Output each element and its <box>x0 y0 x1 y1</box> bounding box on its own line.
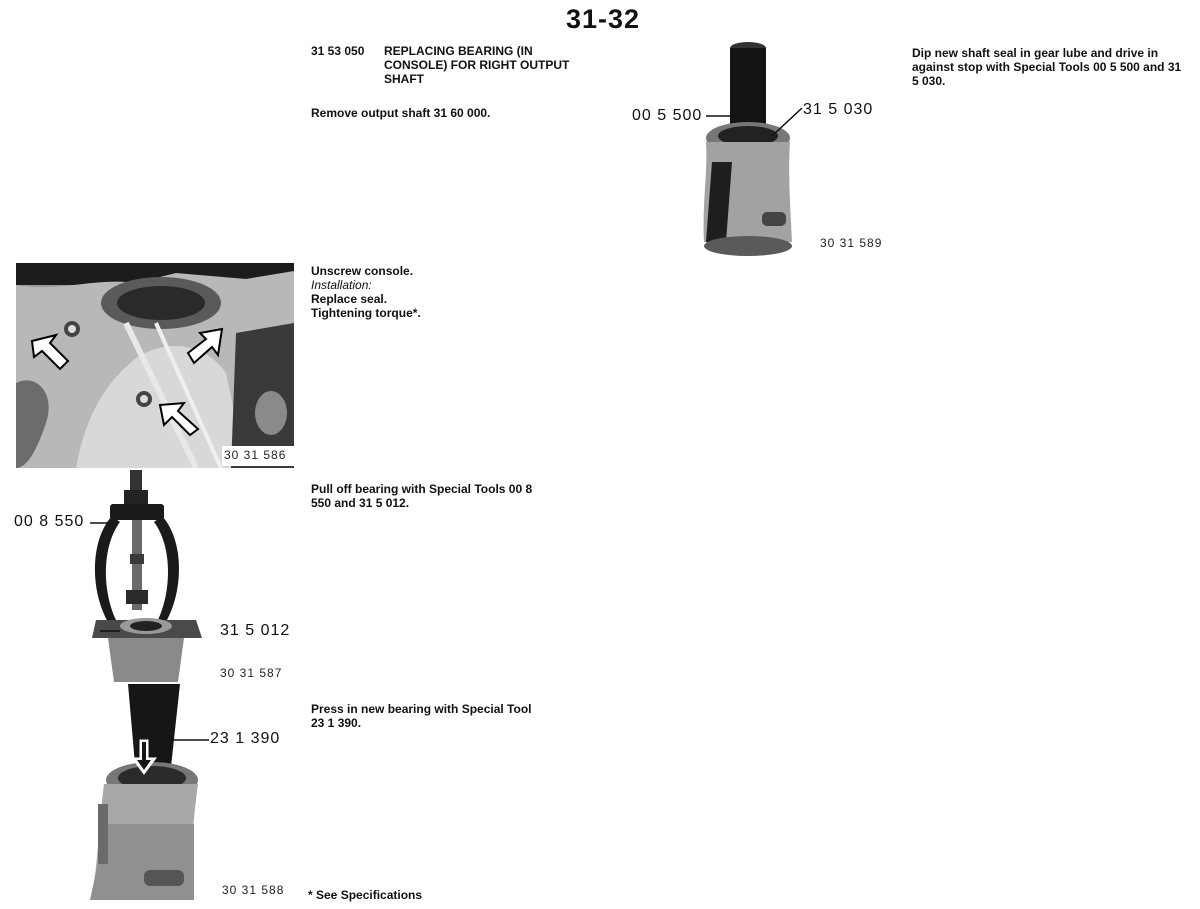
figure-caption: 30 31 586 <box>224 448 287 462</box>
footnote: * See Specifications <box>308 888 423 902</box>
step-line: Tightening torque*. <box>311 306 421 320</box>
page-number: 31-32 <box>566 4 641 34</box>
tool-label-00-5-500: 00 5 500 <box>632 107 703 124</box>
puller-image <box>86 470 216 682</box>
tool-label-31-5-030: 31 5 030 <box>803 101 874 118</box>
figure-press-bearing-photo <box>84 684 204 900</box>
seal-leader-lines <box>706 107 803 137</box>
section-code: 31 53 050 <box>311 44 365 58</box>
figure-caption: 30 31 589 <box>820 236 883 250</box>
shaft-seal-image <box>692 42 804 258</box>
step-line: Unscrew console. <box>311 264 414 278</box>
step-pull-off-bearing: Pull off bearing with Special Tools 00 8… <box>311 482 533 510</box>
console-photo-image <box>16 263 294 468</box>
figure-caption: 30 31 588 <box>222 883 285 897</box>
figure-shaft-seal-photo <box>692 42 804 258</box>
step-install-shaft-seal: Dip new shaft seal in gear lube and driv… <box>912 46 1182 88</box>
installation-label: Installation: <box>311 278 372 292</box>
tool-label-23-1-390: 23 1 390 <box>210 730 281 747</box>
figure-caption: 30 31 587 <box>220 666 283 680</box>
press-leader-line <box>165 739 209 741</box>
tool-label-00-8-550: 00 8 550 <box>14 513 85 530</box>
step-remove-output-shaft: Remove output shaft 31 60 000. <box>311 106 491 120</box>
step-line: Replace seal. <box>311 292 388 306</box>
figure-puller-photo <box>86 470 216 682</box>
section-title: REPLACING BEARING (IN CONSOLE) FOR RIGHT… <box>384 44 570 86</box>
step-unscrew-console: Unscrew console. Installation: Replace s… <box>311 264 421 320</box>
tool-label-31-5-012: 31 5 012 <box>220 622 291 639</box>
figure-console-photo <box>16 263 294 468</box>
puller-leader-lines <box>90 522 120 632</box>
press-bearing-image <box>84 684 204 900</box>
step-press-in-bearing: Press in new bearing with Special Tool 2… <box>311 702 532 730</box>
